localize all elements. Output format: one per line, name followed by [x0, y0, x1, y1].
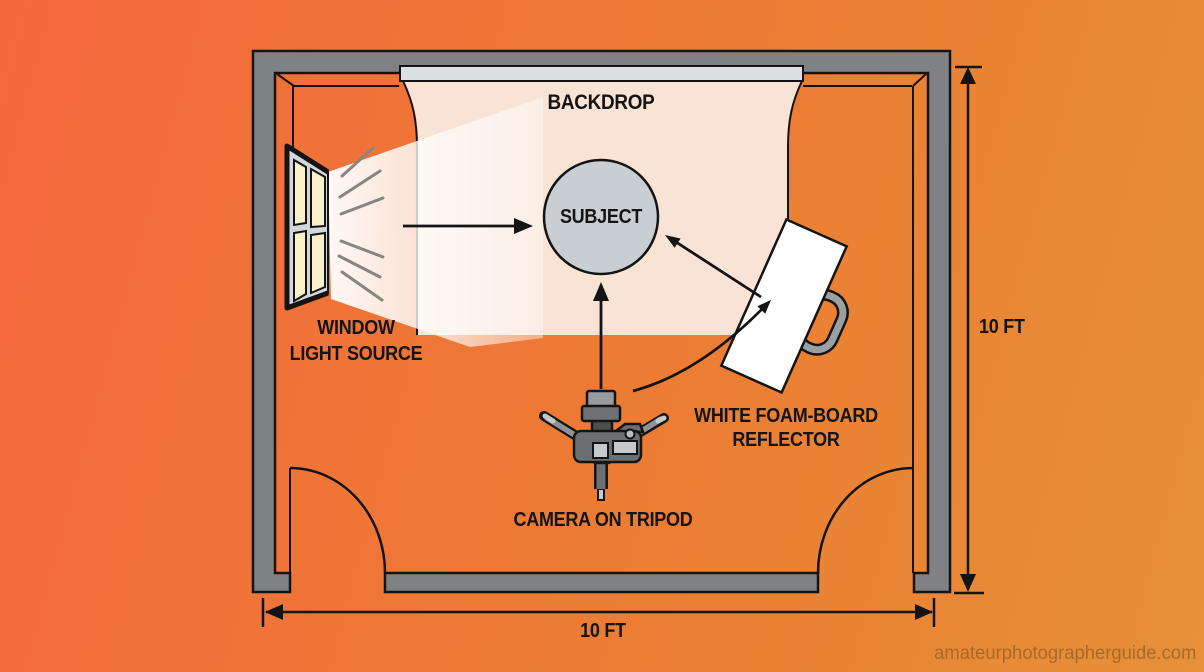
- bottom-wall-segment: [383, 571, 820, 594]
- dimension-bottom: [261, 598, 936, 627]
- reflector-label-line2: REFLECTOR: [732, 429, 840, 451]
- flow-arrows: [403, 218, 771, 393]
- light-beam: [328, 97, 543, 347]
- subject-circle: [542, 158, 660, 276]
- backdrop-label: BACKDROP: [547, 91, 655, 114]
- window-icon: [284, 143, 330, 311]
- dimension-bottom-label: 10 FT: [580, 620, 626, 642]
- window-label-line2: LIGHT SOURCE: [289, 343, 423, 365]
- room-walls: [251, 49, 952, 594]
- interior-wall-lines: [276, 73, 927, 573]
- window-light-source-label: WINDOW LIGHT SOURCE: [290, 315, 423, 367]
- right-door-arc: [816, 466, 914, 574]
- camera-to-reflector-arrow: [632, 304, 768, 393]
- light-rays-icon: [337, 146, 385, 302]
- reflector-label: WHITE FOAM-BOARD REFLECTOR: [694, 404, 878, 452]
- dimension-right: [954, 65, 984, 595]
- window-label-line1: WINDOW: [317, 317, 395, 339]
- camera-label: CAMERA ON TRIPOD: [513, 509, 693, 531]
- foam-board-reflector-icon: [719, 217, 849, 395]
- dimension-right-label: 10 FT: [979, 316, 1025, 338]
- subject-label: SUBJECT: [559, 206, 643, 228]
- reflector-to-subject-arrow: [675, 240, 762, 299]
- backdrop-bar: [399, 65, 804, 82]
- watermark: amateurphotographerguide.com: [933, 643, 1196, 664]
- reflector-label-line1: WHITE FOAM-BOARD: [694, 405, 878, 427]
- door-swing-arcs: [289, 466, 914, 574]
- camera-on-tripod-icon: [539, 389, 669, 501]
- left-door-arc: [289, 466, 387, 574]
